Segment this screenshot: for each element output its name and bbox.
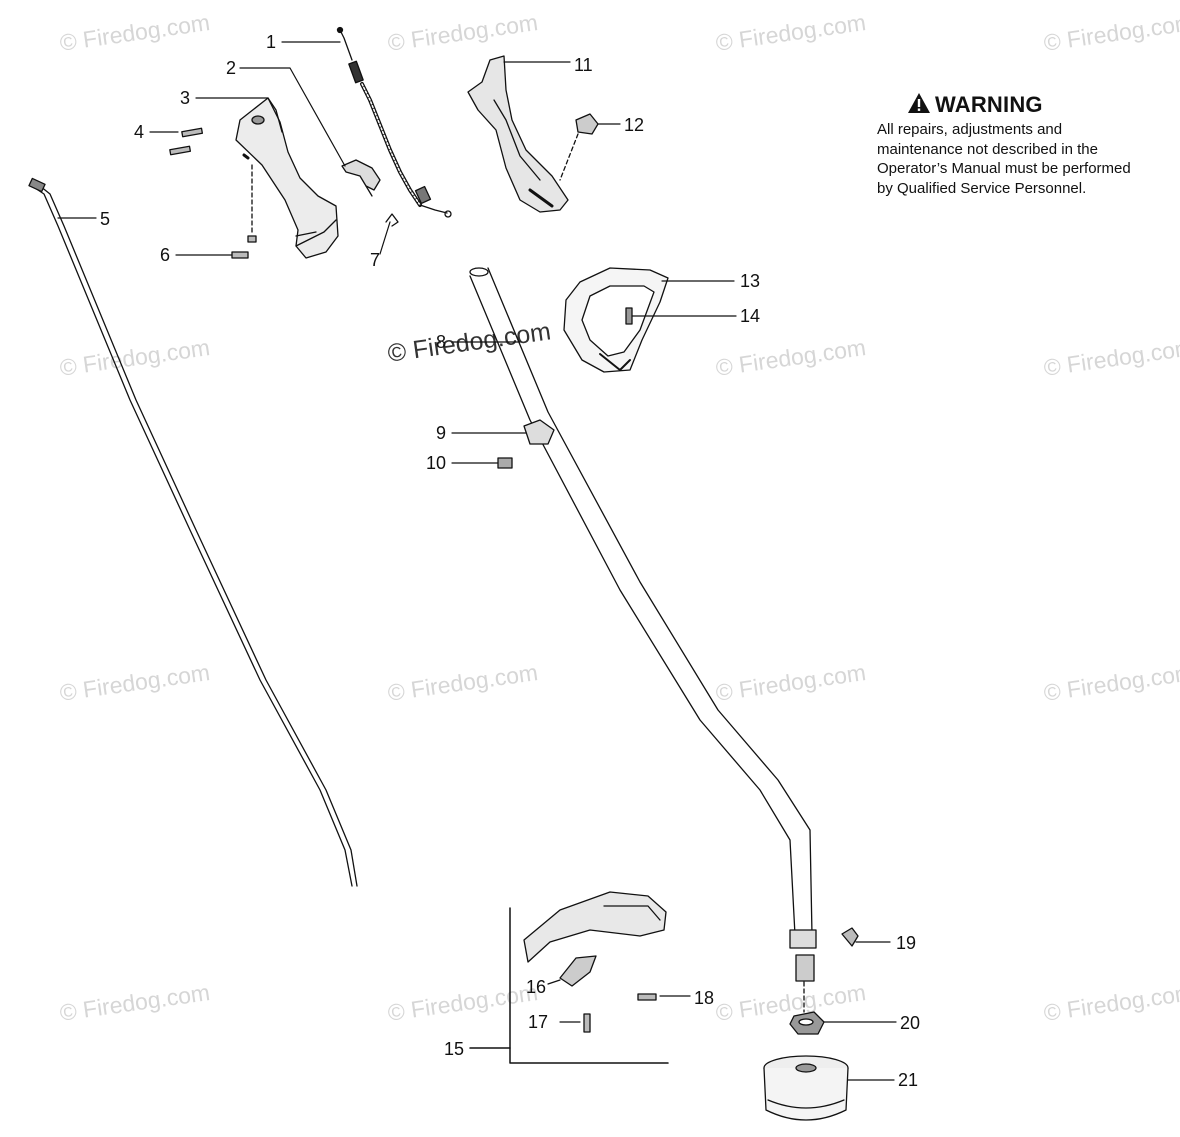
callout-14: 14	[740, 306, 761, 326]
callout-19: 19	[896, 933, 917, 953]
callout-1: 1	[266, 32, 277, 52]
callout-6: 6	[160, 245, 171, 265]
throttle-cable-part	[336, 26, 452, 218]
callout-12: 12	[624, 115, 645, 135]
callout-20: 20	[900, 1013, 921, 1033]
lower-tube-part	[469, 267, 813, 936]
callout-16: 16	[526, 977, 547, 997]
clamp-part	[523, 419, 555, 445]
warning-triangle-icon	[908, 93, 930, 113]
callout-9: 9	[436, 423, 447, 443]
handle-housing-part	[235, 97, 339, 259]
kit-bracket	[469, 907, 669, 1064]
debris-shield-part	[523, 891, 667, 963]
callout-5: 5	[100, 209, 111, 229]
warning-notice: WARNING All repairs, adjustments and mai…	[877, 92, 1137, 198]
drive-shaft-part	[28, 177, 358, 887]
assist-handle-part	[563, 267, 669, 373]
bolt-part	[497, 457, 513, 469]
callout-18: 18	[694, 988, 715, 1008]
screw-part	[169, 127, 250, 160]
callout-21: 21	[898, 1070, 919, 1090]
throttle-trigger-part	[341, 159, 381, 197]
warning-text: All repairs, adjustments and maintenance…	[877, 121, 1131, 197]
screw-part	[625, 307, 633, 325]
callout-7: 7	[370, 250, 381, 270]
callout-2: 2	[226, 58, 237, 78]
callout-11: 11	[574, 55, 593, 75]
leader-lines	[57, 41, 897, 1081]
screw-part	[583, 1013, 591, 1033]
screw-part	[231, 235, 257, 259]
callout-8: 8	[436, 332, 447, 352]
callout-13: 13	[740, 271, 761, 291]
callout-17: 17	[528, 1012, 549, 1032]
handle-half-part	[467, 55, 569, 213]
callout-15: 15	[444, 1039, 465, 1059]
switch-part	[559, 113, 599, 181]
callout-3: 3	[180, 88, 191, 108]
callout-4: 4	[134, 122, 145, 142]
callout-10: 10	[426, 453, 447, 473]
warning-heading: WARNING	[877, 92, 1137, 118]
cutter-blade-part	[559, 955, 597, 987]
hex-nut-part	[789, 1011, 825, 1035]
wing-nut-part	[789, 927, 859, 1013]
screw-part	[637, 993, 657, 1001]
trimmer-head-part	[763, 1055, 849, 1121]
spring-clip-part	[385, 213, 399, 227]
warning-title: WARNING	[935, 92, 1043, 117]
